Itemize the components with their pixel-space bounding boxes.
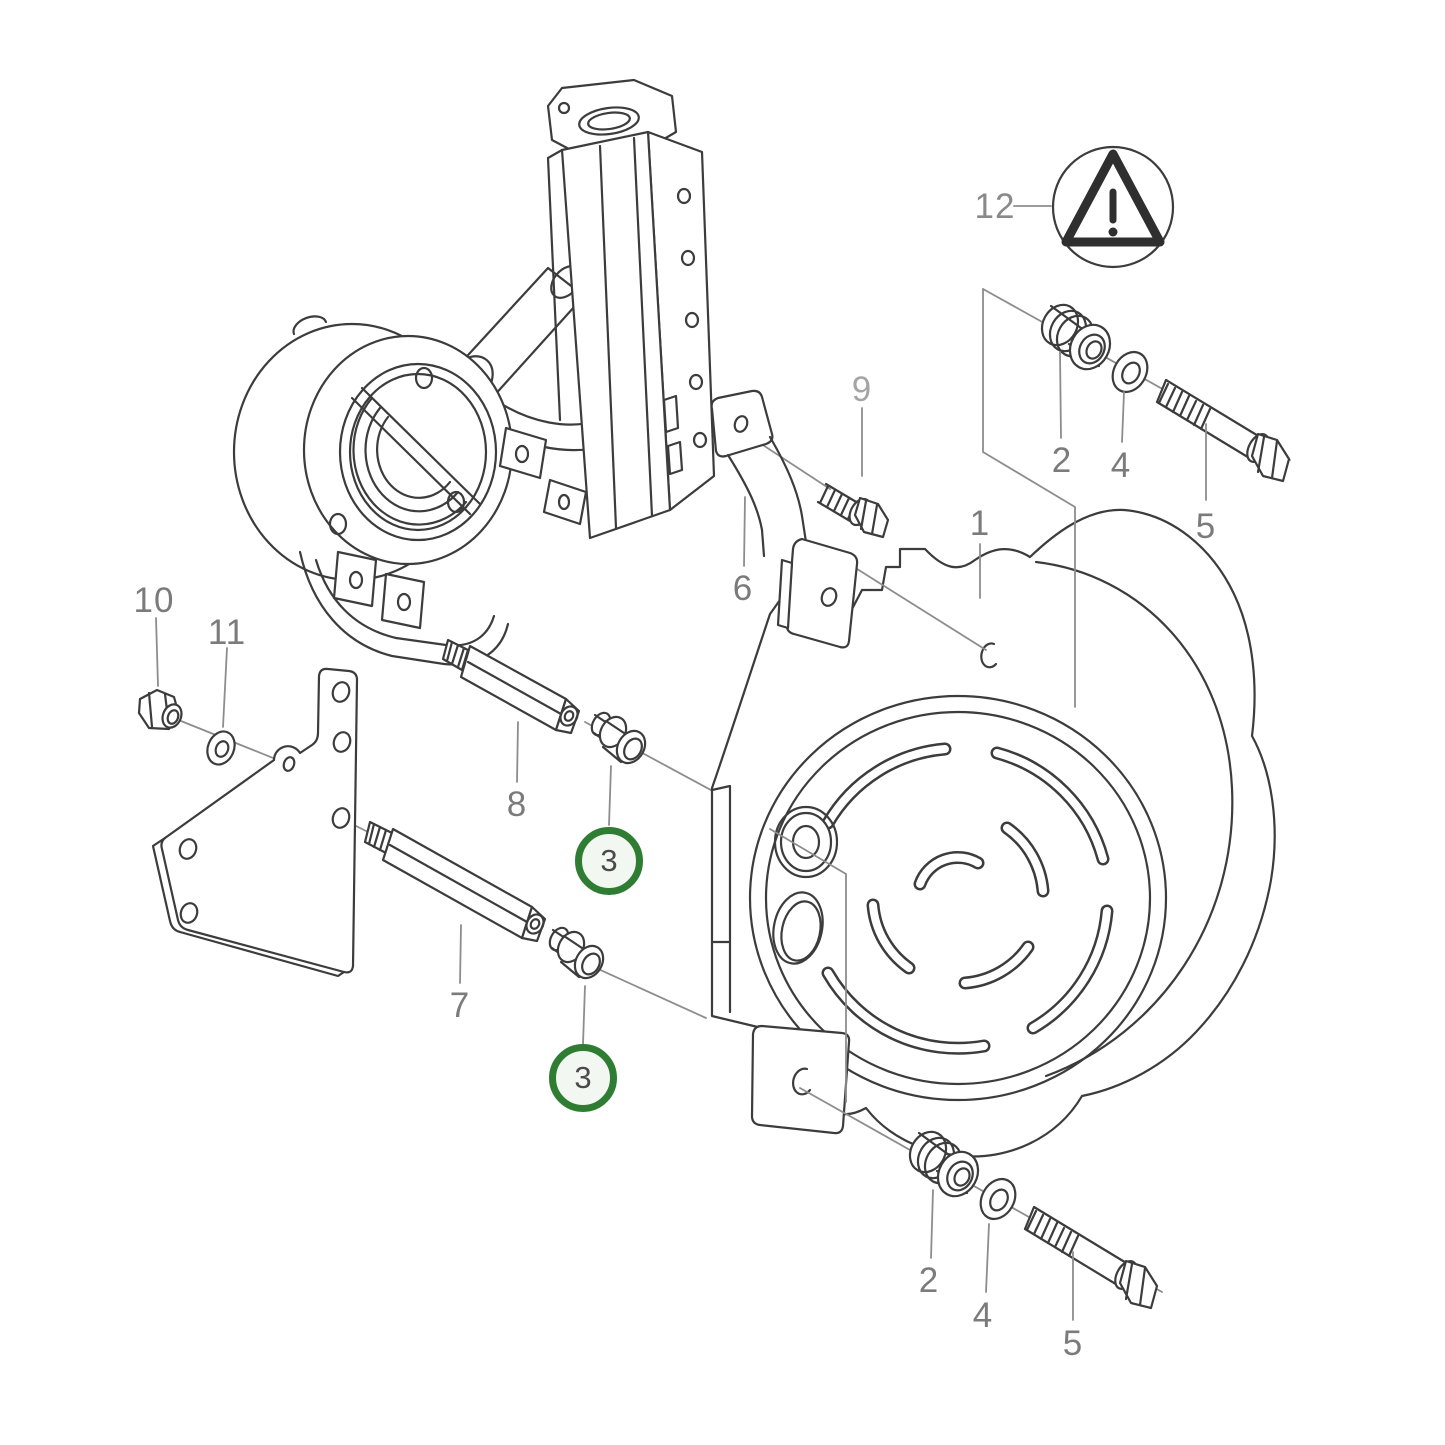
fastener-set-bottom: [901, 1124, 1159, 1310]
washer-11: [206, 730, 236, 766]
mounting-plate-group: [151, 667, 373, 978]
highlighted-callout-label: 3: [600, 843, 618, 878]
collar-3-lower: [544, 923, 610, 985]
callout-part-4-top: 4: [1110, 446, 1132, 485]
collar-3-upper: [590, 711, 647, 765]
callout-part-8: 8: [506, 785, 528, 824]
callout-part-2-top: 2: [1051, 441, 1073, 480]
callout-part-5-bottom: 5: [1062, 1324, 1084, 1363]
callout-part-4-bottom: 4: [972, 1296, 994, 1335]
callout-part-12: 12: [974, 187, 1016, 226]
warning-symbol: [1051, 145, 1175, 269]
callout-part-6: 6: [732, 569, 754, 608]
callout-part-11: 11: [207, 613, 247, 652]
bracket-6: [710, 389, 859, 649]
warning-triangle-icon: [1061, 149, 1165, 247]
washer-4: [1111, 350, 1149, 394]
fan-cover-part-1: [710, 508, 1276, 1158]
bolt-5: [1155, 378, 1291, 483]
callout-part-9: 9: [851, 370, 873, 409]
callout-part-7: 7: [449, 986, 471, 1025]
spacer-7: [363, 820, 707, 1019]
highlighted-callout-label: 3: [574, 1060, 592, 1095]
screw-9: [816, 482, 890, 539]
bushing-2: [1040, 303, 1112, 371]
callout-part-1: 1: [969, 504, 991, 543]
callout-part-2-bottom: 2: [918, 1261, 940, 1300]
bracket-assembly: [232, 78, 716, 666]
highlighted-callout-part-3-lower: 3: [549, 1044, 617, 1112]
callout-part-5-top: 5: [1195, 507, 1217, 546]
callout-part-10: 10: [133, 581, 175, 620]
callout-leader-lines: [155, 205, 1207, 1321]
highlighted-callout-part-3-upper: 3: [575, 827, 643, 895]
nut-10: [137, 688, 183, 731]
